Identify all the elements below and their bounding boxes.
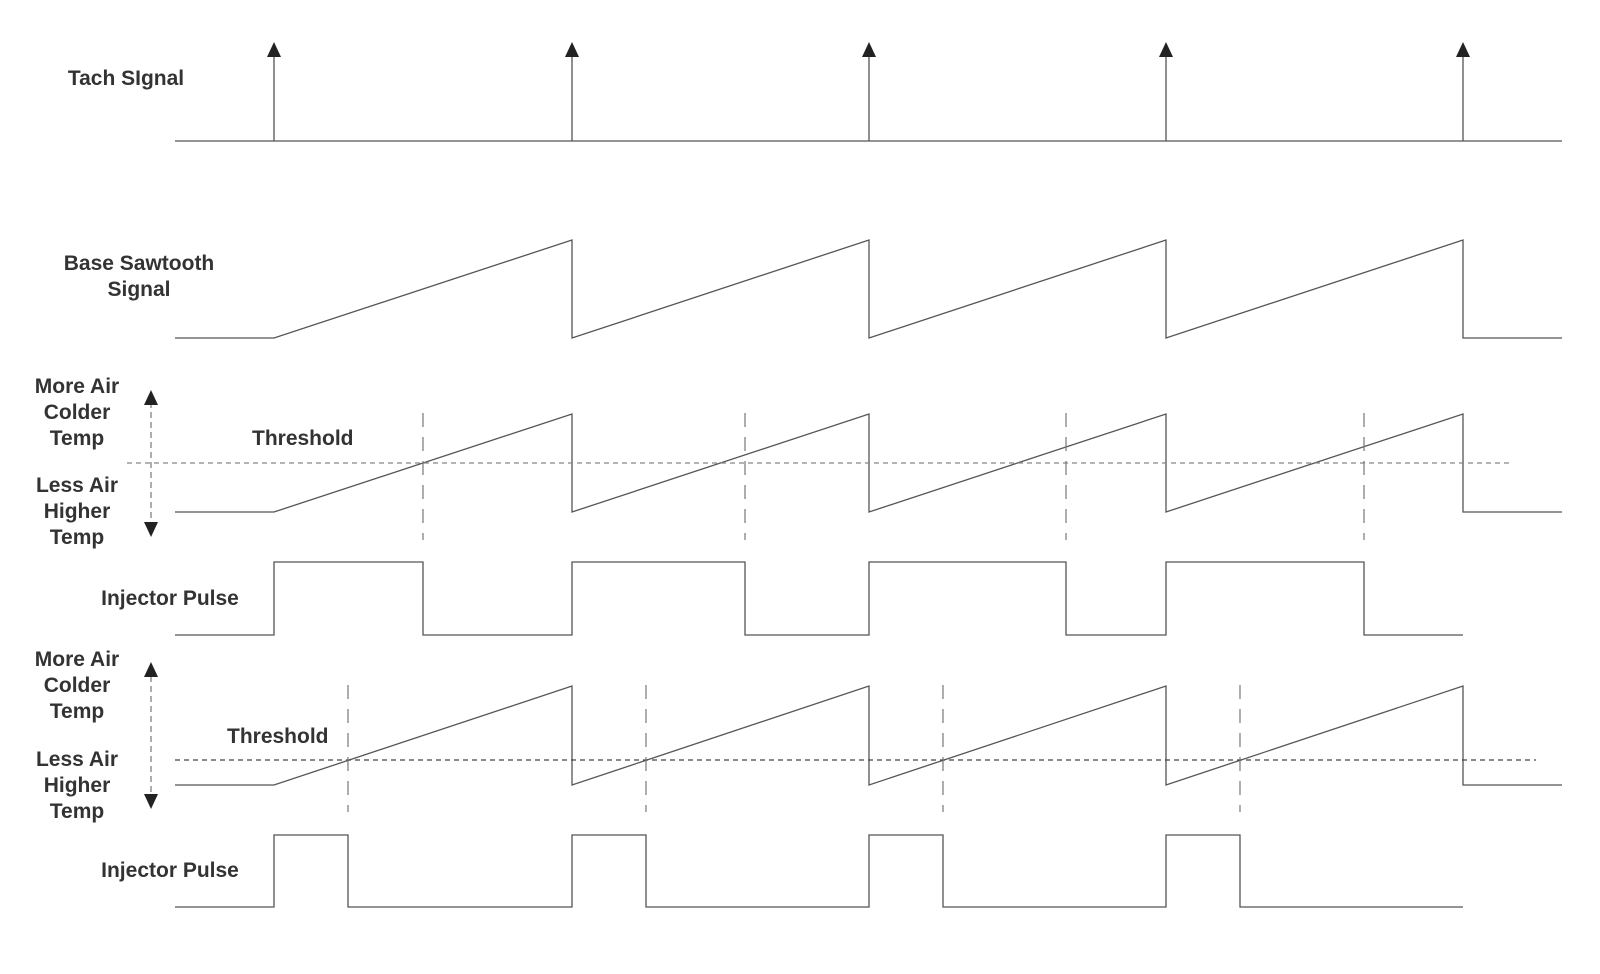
- arrow-up-icon: [1456, 42, 1470, 57]
- arrow-up-icon: [144, 390, 158, 405]
- arrow-up-icon: [267, 42, 281, 57]
- tach-arrowheads: [267, 42, 1470, 57]
- injector-pulse-trace-2: [175, 834, 1463, 908]
- injector-pulse-label-1: Injector Pulse: [101, 587, 239, 610]
- tach-signal-label: Tach SIgnal: [67, 67, 185, 90]
- arrow-down-icon: [144, 794, 158, 809]
- base-sawtooth-trace: [175, 239, 1562, 339]
- range-indicator-2: [144, 662, 158, 809]
- arrow-up-icon: [565, 42, 579, 57]
- arrow-down-icon: [144, 522, 158, 537]
- arrow-up-icon: [1159, 42, 1173, 57]
- sawtooth-trace-2: [175, 685, 1562, 786]
- base-sawtooth-label: Base Sawtooth Signal: [63, 252, 215, 301]
- injector-pulse-trace-1: [175, 561, 1463, 636]
- more-air-label-2: More Air Colder Temp: [34, 648, 120, 723]
- tach-signal-trace: [175, 56, 1562, 142]
- crossing-markers-1: [422, 413, 1365, 540]
- less-air-label-2: Less Air Higher Temp: [35, 748, 119, 823]
- crossing-markers-2: [347, 685, 1241, 812]
- more-air-label-1: More Air Colder Temp: [34, 375, 120, 450]
- injector-pulse-label-2: Injector Pulse: [101, 859, 239, 882]
- arrow-up-icon: [144, 662, 158, 677]
- range-indicator-1: [144, 390, 158, 537]
- threshold-label-2: Threshold: [227, 725, 329, 748]
- sawtooth-trace-1: [175, 413, 1562, 513]
- threshold-label-1: Threshold: [252, 427, 354, 450]
- arrow-up-icon: [862, 42, 876, 57]
- less-air-label-1: Less Air Higher Temp: [35, 474, 119, 549]
